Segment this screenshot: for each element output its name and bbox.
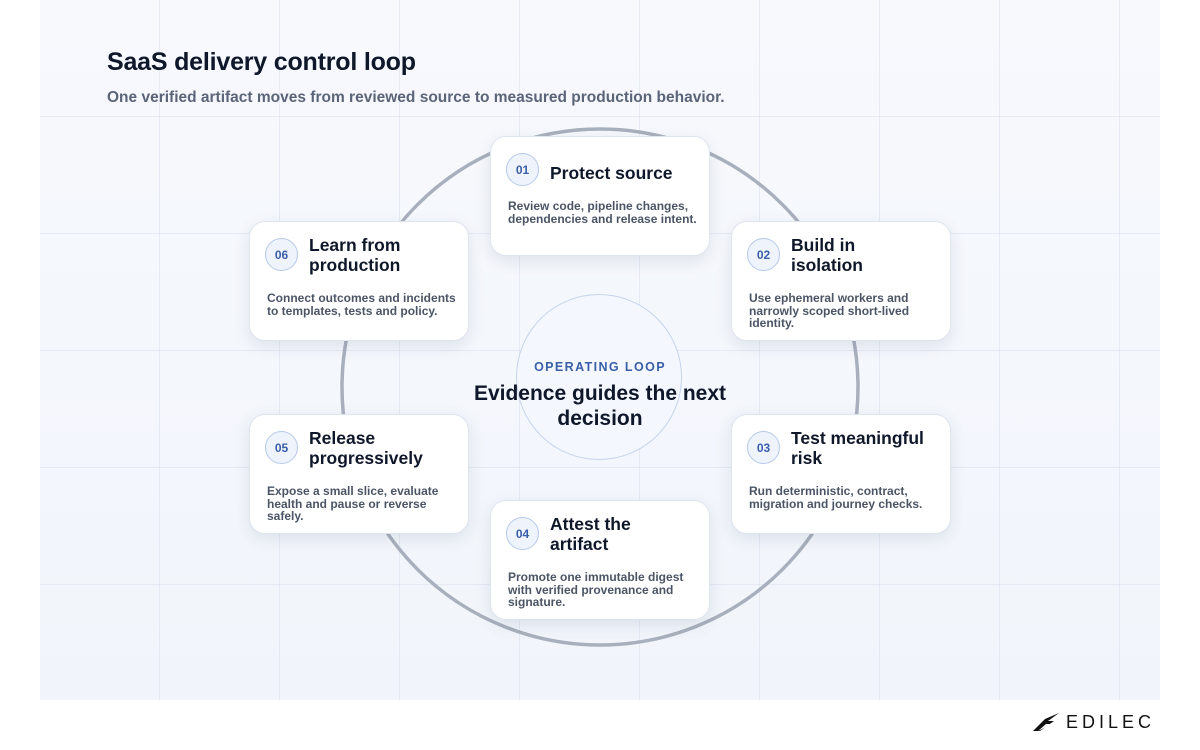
step-description: Run deterministic, contract, migration a…: [749, 484, 923, 511]
hub-eyebrow: OPERATING LOOP: [534, 360, 666, 374]
step-number-badge: 06: [265, 238, 298, 271]
step-description: Connect outcomes and incidents to templa…: [267, 291, 456, 318]
loop-ring-path: [340, 127, 860, 647]
step-title: Release progressively: [309, 428, 423, 468]
center-hub: [516, 294, 682, 460]
step-number-badge: 05: [265, 431, 298, 464]
step-card-04: 04 Attest the artifact Promote one immut…: [490, 500, 710, 620]
page-title: SaaS delivery control loop: [107, 48, 416, 76]
step-description: Use ephemeral workers and narrowly scope…: [749, 291, 910, 330]
page-subtitle: One verified artifact moves from reviewe…: [107, 89, 725, 106]
step-number-badge: 02: [747, 238, 780, 271]
step-number-badge: 03: [747, 431, 780, 464]
step-description: Review code, pipeline changes, dependenc…: [508, 199, 697, 226]
step-title: Attest the artifact: [550, 514, 631, 554]
step-number-badge: 01: [506, 153, 539, 186]
brand-logo: EDILEC: [1032, 710, 1155, 734]
step-title: Protect source: [550, 163, 673, 183]
step-description: Promote one immutable digest with verifi…: [508, 570, 684, 609]
brand-name: EDILEC: [1066, 711, 1156, 732]
step-card-01: 01 Protect source Review code, pipeline …: [490, 136, 710, 256]
step-card-03: 03 Test meaningful risk Run deterministi…: [731, 414, 951, 534]
hub-text: Evidence guides the next decision: [473, 382, 727, 430]
step-card-02: 02 Build in isolation Use ephemeral work…: [731, 221, 951, 341]
step-description: Expose a small slice, evaluate health an…: [267, 484, 439, 523]
step-title: Learn from production: [309, 235, 401, 275]
step-card-05: 05 Release progressively Expose a small …: [249, 414, 469, 534]
step-number-badge: 04: [506, 517, 539, 550]
step-card-06: 06 Learn from production Connect outcome…: [249, 221, 469, 341]
step-title: Build in isolation: [791, 235, 863, 275]
brand-mark-icon: [1033, 713, 1059, 731]
step-title: Test meaningful risk: [791, 428, 924, 468]
